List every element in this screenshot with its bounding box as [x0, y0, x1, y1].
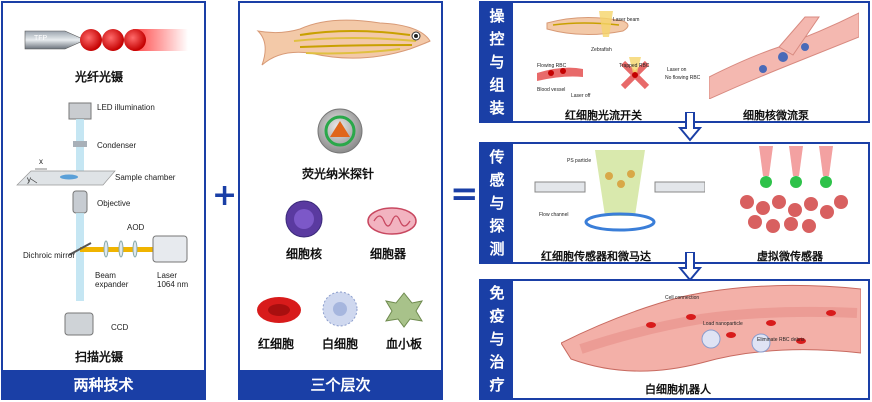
fiber-tweezers-illustration	[24, 29, 188, 51]
section-manipulation: 操控与组装 Laser beam Zebrafish Flowing RBC B…	[479, 1, 870, 123]
laser-label: Laser 1064 nm	[157, 271, 189, 289]
rbc-switch-label: 红细胞光流开关	[565, 109, 642, 122]
rbc-optical-switch-illustration	[537, 11, 650, 90]
rbc-icon	[257, 297, 301, 323]
wbc-robot-illustration	[561, 284, 861, 372]
panel-techniques: TFP 光纤光镊 LED illumination Condenser x y …	[1, 1, 206, 400]
nanoprobe-label: 荧光纳米探针	[302, 167, 375, 181]
sidebar-sensing: 传感与探测	[481, 144, 513, 262]
tiny-label-laser-beam: Laser beam	[613, 17, 640, 23]
beam-label: Beam expander	[95, 271, 129, 289]
organelle-label: 细胞器	[370, 247, 407, 261]
plus-sign: +	[212, 178, 238, 213]
arrow-down-1-icon	[678, 112, 702, 142]
sidebar-therapy: 免疫与治疗	[481, 281, 513, 398]
arrow-down-2-icon	[678, 252, 702, 282]
tiny-label-trapped-rbc: Trapped RBC	[619, 63, 650, 69]
rbc-sensor-illustration	[534, 150, 705, 232]
organelle-icon	[367, 207, 417, 235]
led-label: LED illumination	[97, 103, 155, 112]
tiny-label-zebrafish: Zebrafish	[591, 47, 612, 53]
scanning-tweezers-label: 扫描光镊	[75, 350, 124, 364]
objective-label: Objective	[97, 199, 131, 208]
equals-sign: =	[450, 174, 479, 214]
tiny-label-cell-connection: Cell connection	[665, 295, 700, 301]
dichroic-label: Dichroic mirror	[23, 251, 75, 260]
tiny-label-ps-particle: PS particle	[567, 158, 592, 164]
wbc-icon	[322, 291, 358, 327]
sidebar-manipulation: 操控与组装	[481, 3, 513, 121]
section-sensing: 传感与探测 PS particle Flow channel 红细胞传感器和微马…	[479, 142, 870, 264]
tiny-label-laser-off: Laser off	[571, 93, 591, 99]
aod-label: AOD	[127, 223, 145, 232]
scanning-setup-diagram	[16, 102, 188, 336]
nucleus-label: 细胞核	[286, 247, 323, 261]
condenser-label: Condenser	[97, 141, 137, 150]
platelet-icon	[384, 292, 424, 328]
nucleus-icon	[285, 200, 323, 238]
virtual-sensor-label: 虚拟微传感器	[757, 250, 823, 263]
rbc-sensor-label: 红细胞传感器和微马达	[541, 250, 651, 263]
footer-two-techniques: 两种技术	[3, 370, 204, 398]
rbc-label: 红细胞	[258, 337, 295, 351]
platelet-label: 血小板	[386, 337, 423, 351]
footer-three-levels: 三个层次	[240, 370, 441, 398]
ccd-label: CCD	[111, 323, 129, 332]
tiny-label-eliminate-rbc-debris: Eliminate RBC debris	[757, 337, 805, 343]
virtual-sensor-illustration	[740, 146, 848, 233]
tiny-label-flowing-rbc: Flowing RBC	[537, 63, 567, 69]
tiny-label-laser-on: Laser on	[667, 67, 687, 73]
y-axis-label: y	[27, 175, 31, 184]
sample-label: Sample chamber	[115, 173, 176, 182]
x-axis-label: x	[39, 157, 43, 166]
panel-levels: 荧光纳米探针 细胞核 细胞器 红细胞 白细胞 血小板 三个层次	[238, 1, 443, 400]
fiber-tweezers-label: 光纤光镊	[75, 70, 124, 84]
tfp-tag: TFP	[34, 35, 48, 42]
nanoprobe-illustration	[317, 108, 363, 154]
zebrafish-illustration	[256, 19, 431, 66]
tiny-label-no-flowing-rbc: No flowing RBC	[665, 75, 701, 81]
tiny-label-flow-channel: Flow channel	[539, 212, 569, 218]
tiny-label-load-nanoparticle: Load nanoparticle	[703, 321, 743, 327]
wbc-robot-label: 白细胞机器人	[645, 383, 711, 396]
section-therapy: 免疫与治疗 Cell connection Load nanoparticle …	[479, 279, 870, 400]
nucleus-pump-illustration	[709, 12, 859, 99]
tiny-label-blood-vessel: Blood vessel	[537, 87, 566, 93]
wbc-label: 白细胞	[322, 337, 359, 351]
nucleus-pump-label: 细胞核微流泵	[743, 109, 809, 122]
